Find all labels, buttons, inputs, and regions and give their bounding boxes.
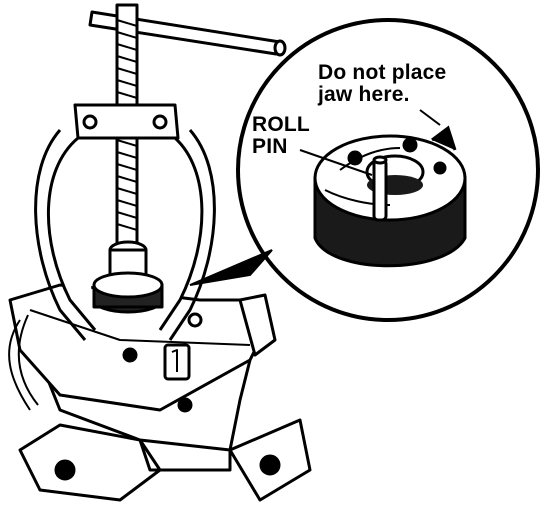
detail-inset bbox=[189, 18, 540, 322]
distributor-housing bbox=[8, 283, 312, 502]
roll-pin-line-1: ROLL bbox=[252, 113, 310, 136]
jaw-warning-line-1: Do not place bbox=[318, 61, 447, 84]
roll-pin-label: ROLL PIN bbox=[252, 113, 310, 159]
roll-pin-line-2: PIN bbox=[252, 135, 288, 159]
rotor-drum bbox=[313, 125, 467, 268]
puller-jaws bbox=[34, 103, 216, 341]
roll-pin-leader bbox=[299, 149, 373, 176]
jaw-leader bbox=[419, 109, 441, 126]
jaw-warning-line-2: jaw here. bbox=[318, 83, 410, 107]
jaw-warning-label: Do not place jaw here. bbox=[318, 61, 447, 107]
